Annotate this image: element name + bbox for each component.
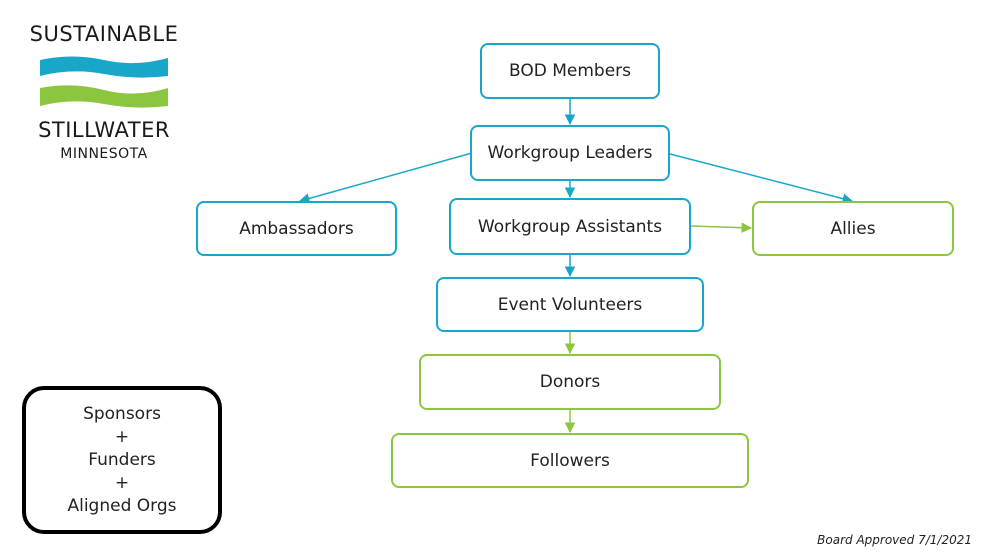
plus-sign: +: [114, 426, 130, 447]
logo-waves-icon: [40, 56, 168, 108]
logo-subtitle: MINNESOTA: [60, 146, 148, 162]
plus-sign: +: [114, 472, 130, 493]
node-followers: Followers: [391, 433, 749, 488]
funders-label: Funders: [88, 449, 156, 470]
node-allies: Allies: [752, 201, 954, 256]
node-workgroup-assistants: Workgroup Assistants: [449, 198, 691, 255]
node-workgroup-leaders: Workgroup Leaders: [470, 125, 670, 181]
logo-title-bottom: STILLWATER: [38, 118, 170, 142]
sponsors-label: Sponsors: [83, 403, 161, 424]
arrow-assistants-to-allies: [690, 222, 753, 233]
logo-blue-wave: [40, 56, 168, 78]
aligned-orgs-label: Aligned Orgs: [67, 495, 177, 516]
node-event-volunteers: Event Volunteers: [436, 277, 704, 332]
node-donors: Donors: [419, 354, 721, 410]
sponsors-box: Sponsors + Funders + Aligned Orgs: [22, 386, 222, 534]
logo-title-top: SUSTAINABLE: [29, 22, 179, 46]
logo-green-wave: [40, 85, 168, 108]
approval-footnote: Board Approved 7/1/2021: [817, 533, 972, 547]
node-bod-members: BOD Members: [480, 43, 660, 99]
node-ambassadors: Ambassadors: [196, 201, 397, 256]
arrow-leaders-to-ambassadors: [298, 152, 473, 204]
arrow-leaders-to-allies: [669, 153, 854, 204]
